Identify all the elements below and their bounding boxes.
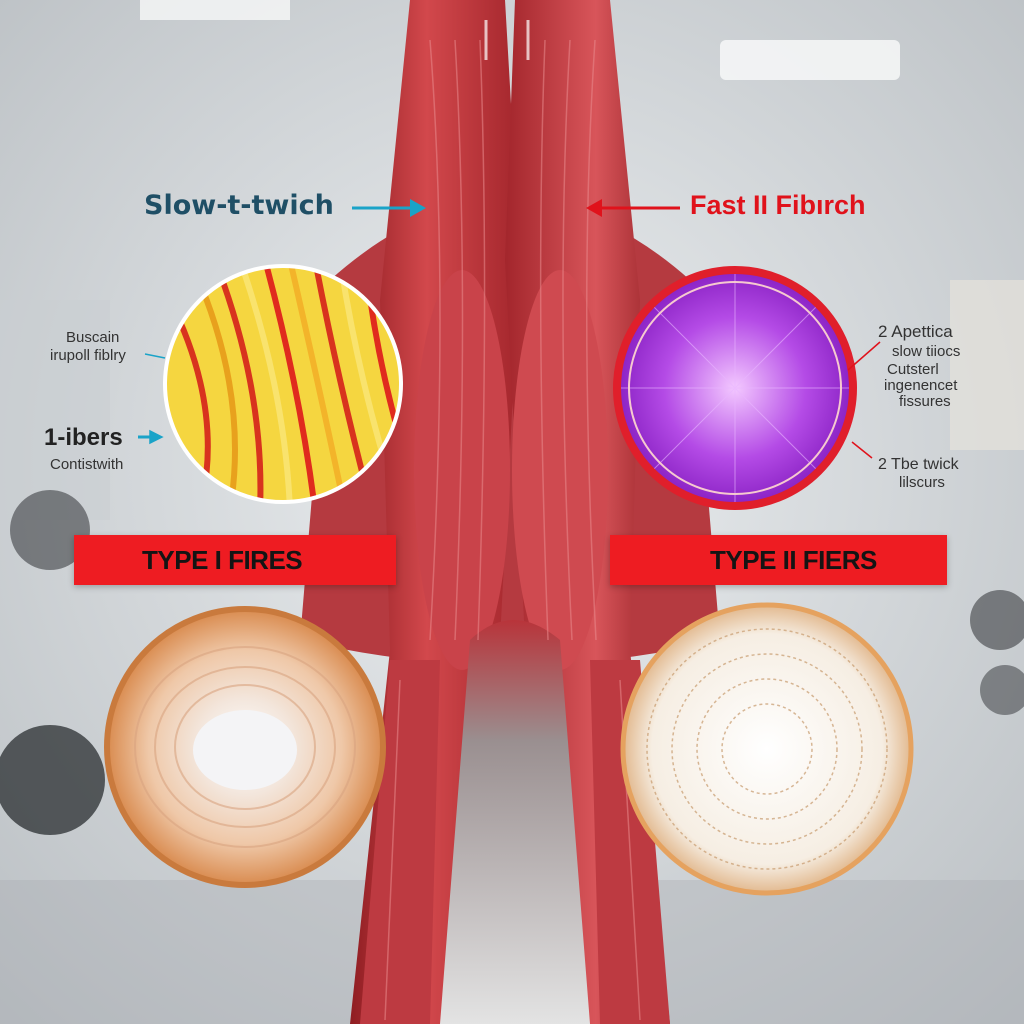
- right-annotation-6: 2 Tbe twick: [878, 456, 959, 473]
- type-i-banner-text: TYPE I FIRES: [142, 545, 303, 575]
- slow-twitch-arrow: [352, 199, 426, 217]
- right-annotation-2: slow tiiocs: [892, 343, 961, 360]
- right-annotation-7: lilscurs: [899, 474, 945, 491]
- left-fibers-label: 1-ibers: [44, 424, 123, 451]
- left-annotation-1: Buscain: [66, 329, 120, 346]
- fast-fiber-arrow: [586, 199, 680, 217]
- type-ii-banner-text: TYPE II FIERS: [710, 545, 877, 575]
- slow-twitch-label: Slow-t-twich: [144, 190, 334, 221]
- right-annotation-3: Cutsterl: [887, 361, 939, 378]
- left-contract-label: Contistwith: [50, 456, 124, 473]
- fast-twitch-fiber-closeup: [617, 270, 853, 506]
- right-annotation-4: ingenencet: [884, 377, 958, 394]
- fast-fiber-label: Fast II Fibırch: [690, 190, 866, 220]
- right-annotation-5: fissures: [899, 393, 951, 410]
- right-annotation-1: 2 Apettica: [878, 322, 953, 341]
- left-annotation-2: irupoll fiblry: [50, 347, 126, 364]
- type-i-banner: TYPE I FIRES: [74, 535, 396, 585]
- slow-twitch-fiber-closeup: [165, 266, 401, 502]
- type-ii-cross-section: [623, 605, 911, 893]
- type-ii-banner: TYPE II FIERS: [610, 535, 947, 585]
- type-i-cross-section: [107, 609, 383, 885]
